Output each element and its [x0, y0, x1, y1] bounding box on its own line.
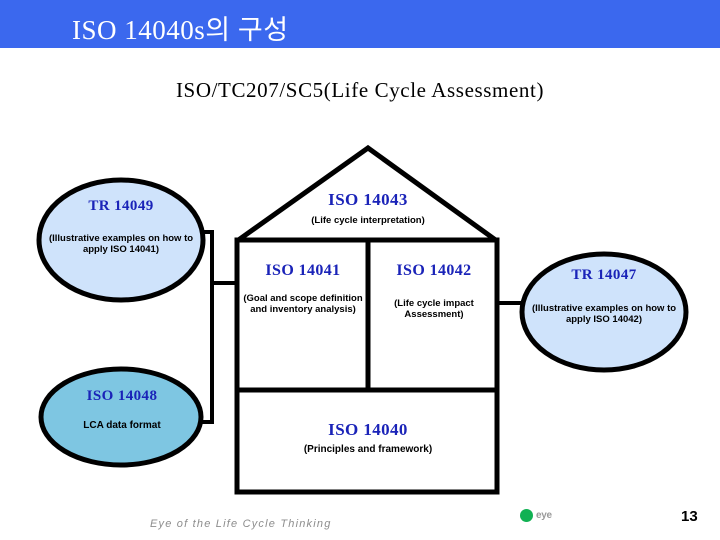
ellipse-iso-14048-label-group: ISO 14048 LCA data format — [42, 388, 202, 432]
title-bar — [0, 0, 720, 48]
base-label-group: ISO 14040 (Principles and framework) — [238, 420, 498, 456]
column-left-label-group: ISO 14041 (Goal and scope definition and… — [240, 262, 366, 315]
ellipse-tr-14047-label-group: TR 14047 (Illustrative examples on how t… — [523, 267, 685, 325]
leaf-icon — [520, 509, 533, 522]
ellipse-iso-14048-code: ISO 14048 — [86, 388, 158, 404]
ellipse-tr-14049-description: (Illustrative examples on how to apply I… — [48, 233, 194, 256]
base-description: (Principles and framework) — [303, 444, 433, 455]
base-box — [234, 387, 500, 495]
roof-description: (Life cycle interpretation) — [311, 215, 425, 226]
roof-shape — [235, 144, 499, 244]
column-right-label-group: ISO 14042 (Life cycle impact Assessment) — [371, 262, 497, 320]
page-title: ISO 14040s의 구성 — [72, 15, 289, 45]
ellipse-tr-14047-description: (Illustrative examples on how to apply I… — [531, 303, 677, 326]
column-left-code: ISO 14041 — [265, 262, 341, 279]
ellipse-iso-14048-description: LCA data format — [83, 420, 161, 431]
ellipse-tr-14047 — [519, 251, 689, 373]
ellipse-tr-14049-label-group: TR 14049 (Illustrative examples on how t… — [40, 198, 202, 255]
base-code: ISO 14040 — [328, 420, 408, 439]
footer-tagline: Eye of the Life Cycle Thinking — [150, 518, 332, 530]
column-left-description: (Goal and scope definition and inventory… — [243, 293, 363, 316]
ellipse-tr-14049-code: TR 14049 — [88, 198, 154, 214]
ellipse-tr-14049 — [36, 177, 206, 303]
eye-logo: eye — [520, 509, 552, 522]
column-right-code: ISO 14042 — [396, 262, 472, 279]
roof-label-group: ISO 14043 (Life cycle interpretation) — [238, 190, 498, 226]
page-number: 13 — [681, 508, 698, 525]
logo-label: eye — [536, 510, 552, 521]
roof-code: ISO 14043 — [328, 190, 408, 209]
page-subtitle: ISO/TC207/SC5(Life Cycle Assessment) — [175, 78, 545, 102]
ellipse-tr-14047-code: TR 14047 — [571, 267, 637, 283]
ellipse-iso-14048 — [38, 366, 204, 468]
column-right-description: (Life cycle impact Assessment) — [394, 298, 474, 321]
